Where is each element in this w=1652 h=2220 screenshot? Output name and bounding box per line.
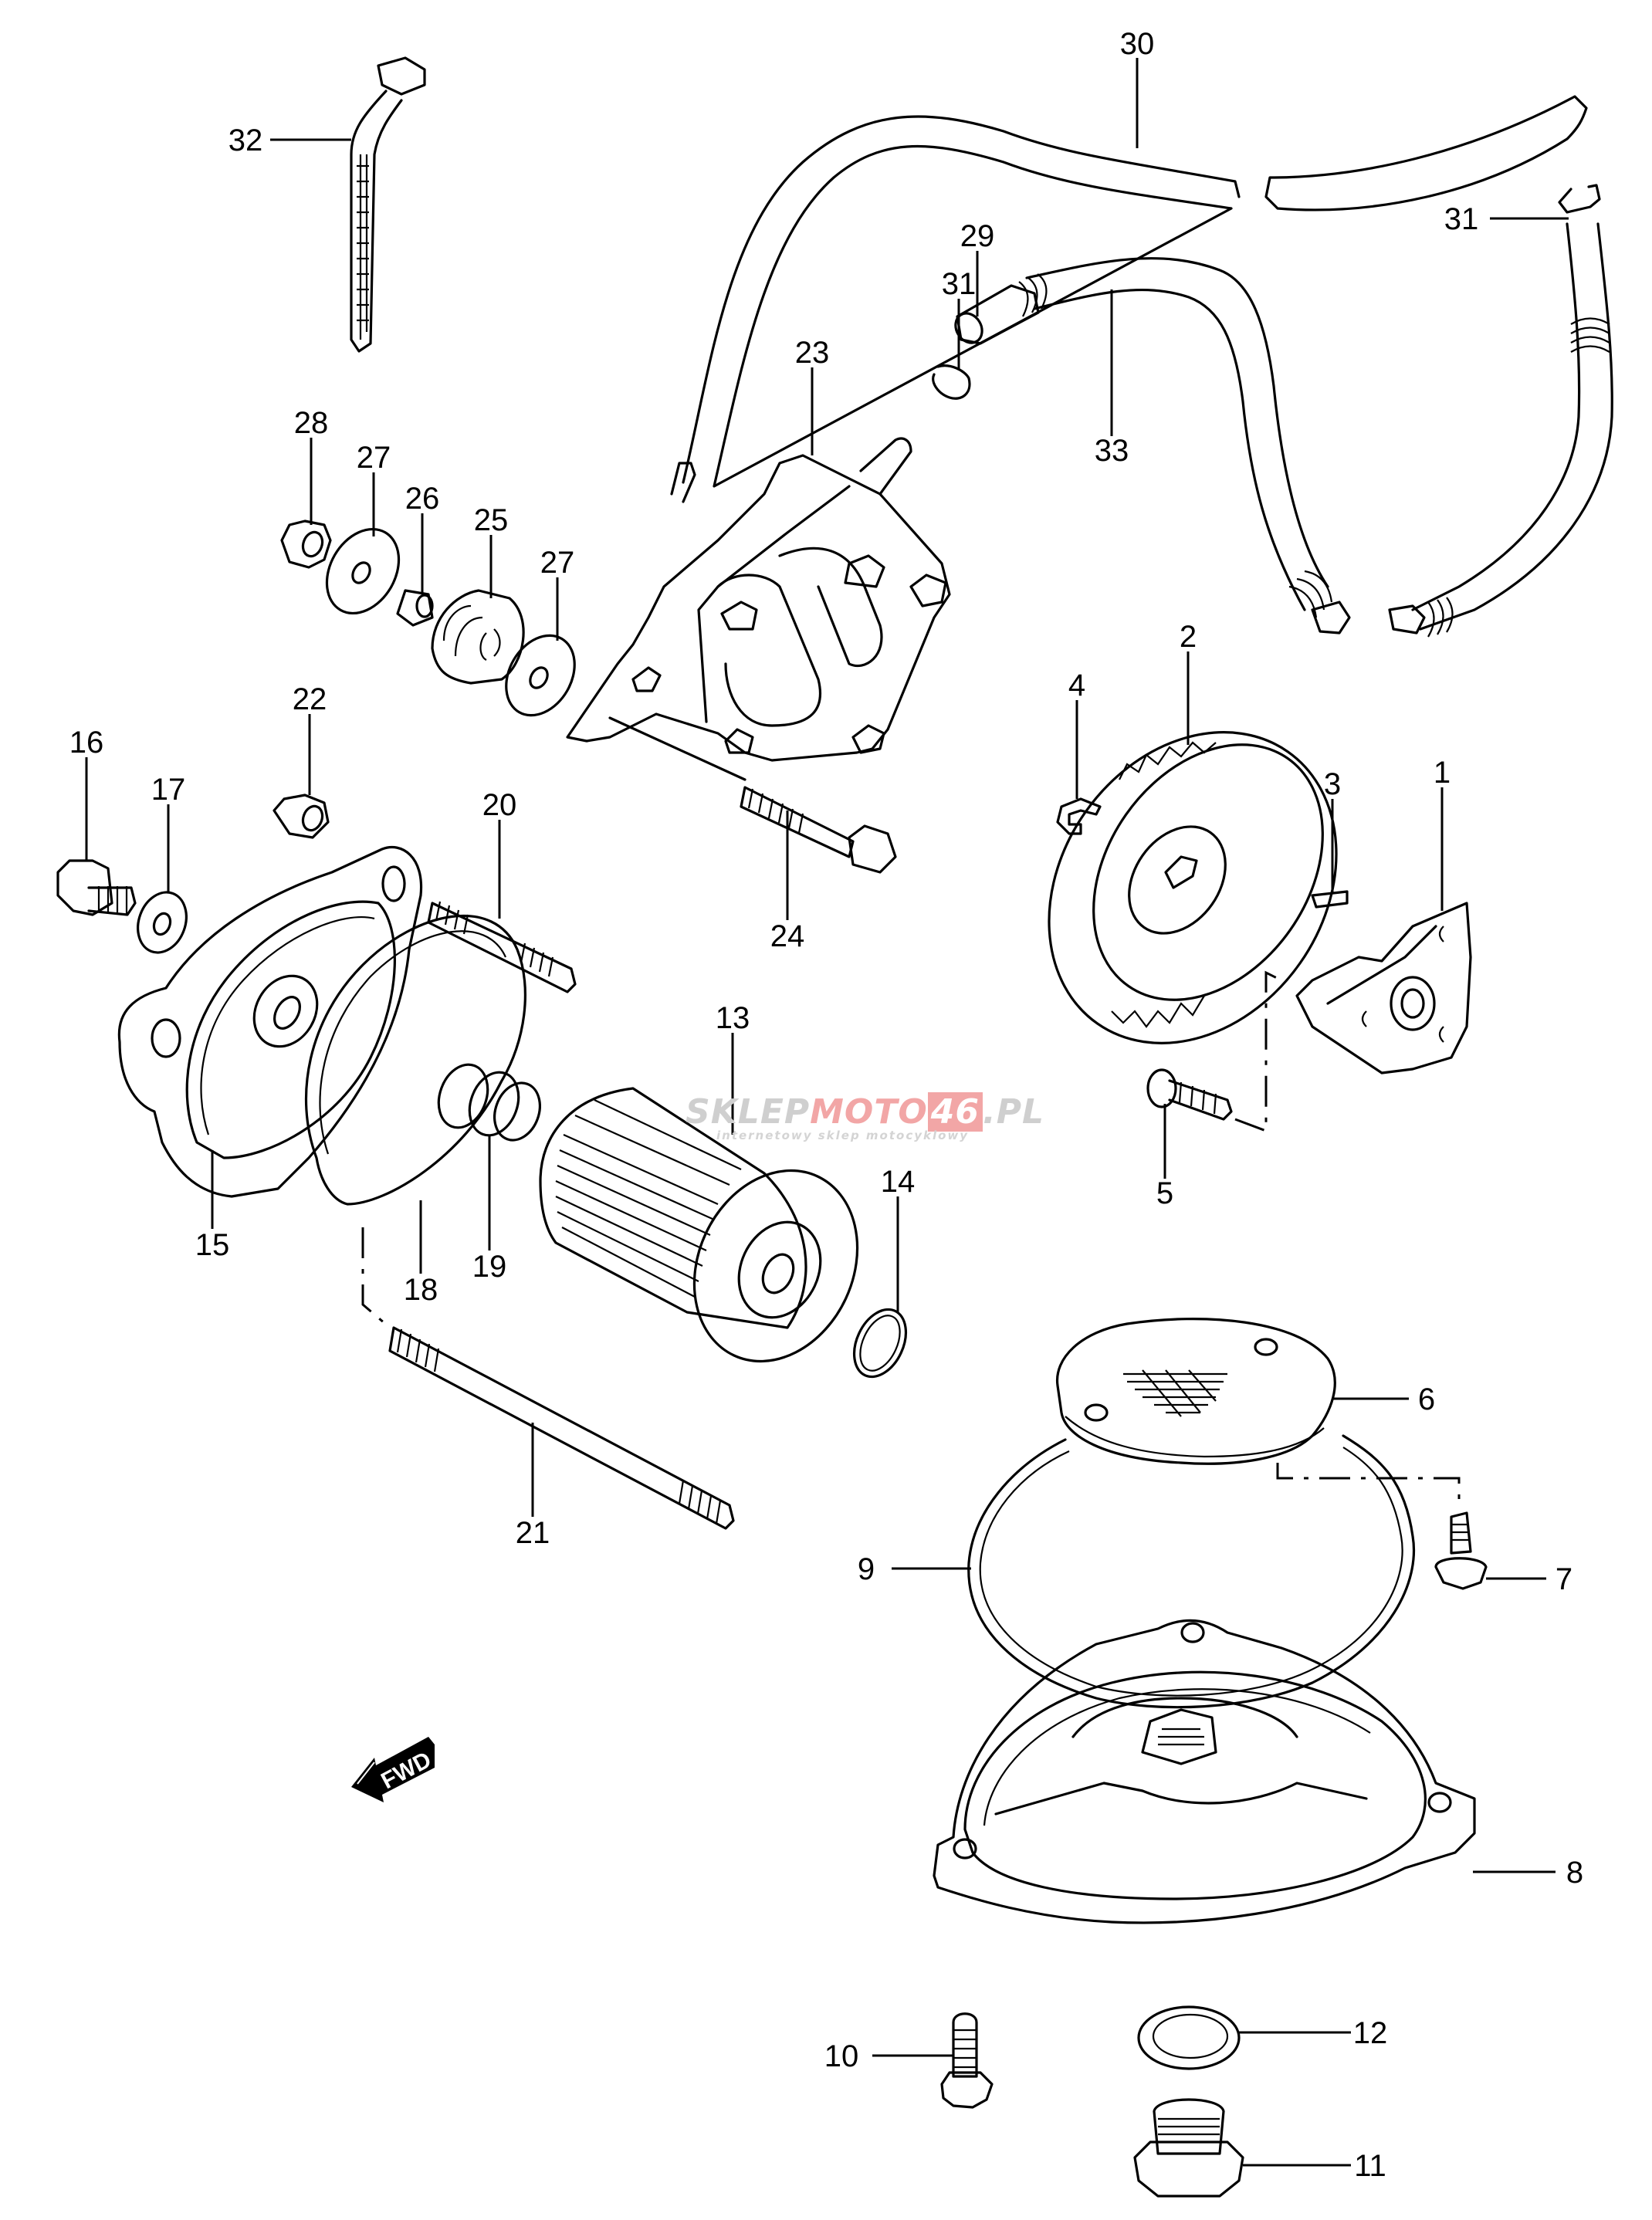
callout-7[interactable]: 7: [1556, 1562, 1572, 1596]
part-4-e-ring[interactable]: [1056, 797, 1102, 835]
callout-33[interactable]: 33: [1095, 434, 1129, 468]
callout-18[interactable]: 18: [404, 1273, 438, 1307]
part-18-o-ring[interactable]: [304, 914, 527, 1206]
callout-9[interactable]: 9: [858, 1552, 875, 1586]
callout-19[interactable]: 19: [472, 1250, 507, 1284]
callout-labels: 30 32 31 29 31 23 33 28 27 26 25 27 22 1…: [69, 27, 1583, 2183]
part-19-spring[interactable]: [430, 1058, 547, 1146]
fwd-direction-badge: FWD: [351, 1725, 444, 1810]
part-27-washer[interactable]: [313, 516, 414, 626]
callout-30[interactable]: 30: [1120, 27, 1155, 61]
part-12-gasket[interactable]: [1137, 2005, 1241, 2070]
part-11-drain-plug[interactable]: [1133, 2098, 1244, 2198]
part-30-fuel-hose[interactable]: [682, 95, 1588, 488]
callout-15[interactable]: 15: [195, 1228, 230, 1262]
callout-5[interactable]: 5: [1156, 1176, 1173, 1210]
callout-2[interactable]: 2: [1180, 620, 1197, 654]
part-3-pin[interactable]: [1311, 890, 1349, 909]
callout-22[interactable]: 22: [293, 682, 327, 716]
part-15-oil-filter-cap[interactable]: [117, 845, 423, 1198]
part-20-stud[interactable]: [427, 901, 577, 993]
part-23-fuel-pump[interactable]: [566, 437, 951, 781]
part-6-oil-strainer[interactable]: [1055, 1318, 1336, 1465]
part-33-fuel-hose[interactable]: [1025, 257, 1351, 635]
part-33-fuel-hose-right[interactable]: [1388, 222, 1613, 638]
callout-31-right[interactable]: 31: [1444, 202, 1479, 236]
callout-14[interactable]: 14: [881, 1165, 916, 1199]
part-8-oil-pan[interactable]: [933, 1619, 1476, 1924]
callout-20[interactable]: 20: [482, 788, 517, 822]
part-2-oil-pump-gear[interactable]: [990, 676, 1395, 1098]
callout-32[interactable]: 32: [229, 124, 263, 157]
part-25-cushion[interactable]: [431, 589, 525, 685]
callout-17[interactable]: 17: [151, 773, 186, 807]
part-9-gasket[interactable]: [967, 1434, 1461, 1709]
arrow-left-down-icon: FWD: [351, 1737, 435, 1802]
part-27-washer-b[interactable]: [493, 623, 588, 727]
callout-10[interactable]: 10: [824, 2039, 859, 2073]
part-21-stud[interactable]: [361, 1227, 735, 1530]
part-29-hose-joint[interactable]: [950, 273, 1048, 347]
callout-26[interactable]: 26: [405, 482, 440, 516]
callout-23[interactable]: 23: [795, 336, 830, 370]
part-26-spacer[interactable]: [396, 589, 434, 627]
part-14-o-ring[interactable]: [844, 1301, 916, 1386]
callout-21[interactable]: 21: [516, 1516, 550, 1550]
callout-6[interactable]: 6: [1418, 1382, 1435, 1416]
callout-3[interactable]: 3: [1324, 767, 1341, 801]
callout-28[interactable]: 28: [294, 406, 329, 440]
part-32-cable-tie[interactable]: [350, 56, 426, 353]
leader-lines: [85, 58, 1569, 2167]
callout-11[interactable]: 11: [1354, 2149, 1386, 2183]
part-31-hose-clip-right[interactable]: [1558, 184, 1601, 214]
part-10-bolt[interactable]: [940, 2012, 994, 2109]
part-22-nut[interactable]: [273, 794, 330, 839]
callout-27b[interactable]: 27: [540, 546, 575, 580]
callout-31-middle[interactable]: 31: [942, 267, 977, 301]
callout-27a[interactable]: 27: [357, 441, 391, 475]
callout-29[interactable]: 29: [960, 219, 995, 253]
strainer-mesh: [1123, 1369, 1227, 1417]
callout-1[interactable]: 1: [1434, 756, 1451, 790]
callout-25[interactable]: 25: [474, 503, 509, 537]
callout-4[interactable]: 4: [1068, 668, 1085, 702]
part-28-nut[interactable]: [280, 519, 332, 569]
filter-pleats: [555, 1099, 742, 1298]
callout-12[interactable]: 12: [1353, 2016, 1388, 2050]
part-7-screw[interactable]: [1434, 1511, 1488, 1590]
callout-24[interactable]: 24: [770, 919, 805, 953]
callout-13[interactable]: 13: [716, 1001, 750, 1035]
part-5-screw[interactable]: [1146, 970, 1282, 1133]
part-16-bolt[interactable]: [56, 859, 137, 916]
part-13-oil-filter[interactable]: [539, 1087, 888, 1388]
callout-8[interactable]: 8: [1566, 1856, 1583, 1890]
part-24-bolt[interactable]: [740, 786, 897, 874]
part-1-oil-pump[interactable]: [1295, 902, 1472, 1074]
callout-16[interactable]: 16: [69, 726, 104, 760]
part-17-washer[interactable]: [130, 885, 195, 959]
part-31-hose-clip-middle[interactable]: [932, 364, 971, 400]
